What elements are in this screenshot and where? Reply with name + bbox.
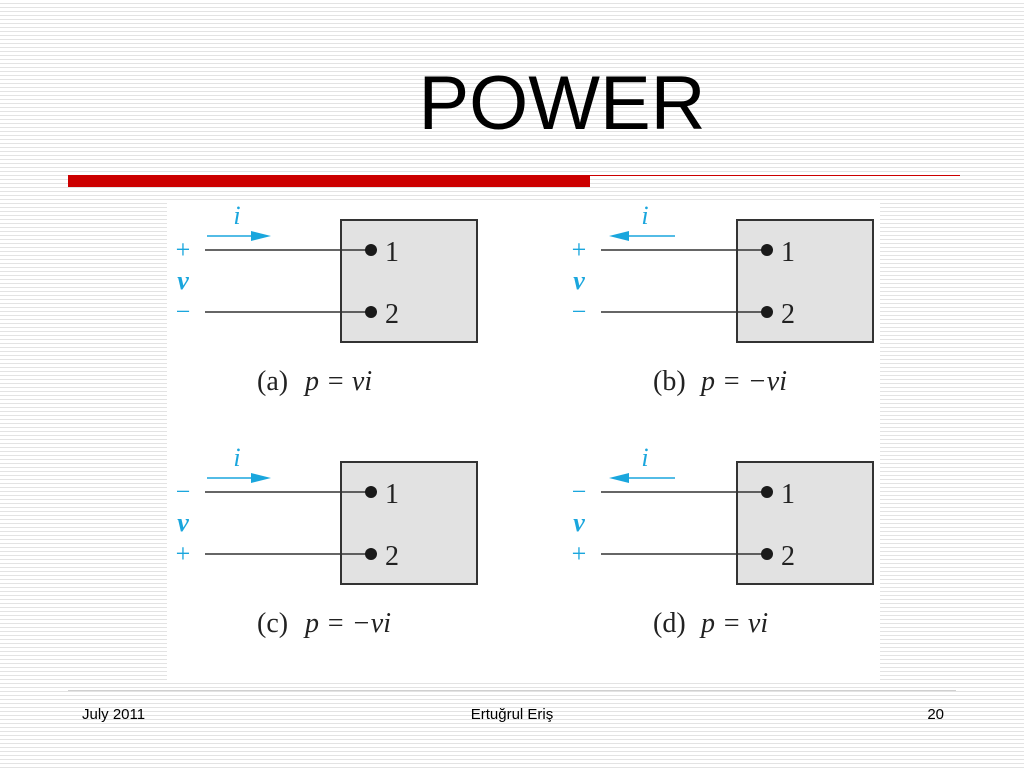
polarity-bottom: − — [572, 297, 587, 326]
footer-divider — [68, 690, 956, 691]
terminal-dot-2 — [365, 306, 377, 318]
polarity-bottom: − — [176, 297, 191, 326]
terminal-dot-1 — [761, 244, 773, 256]
terminal-label-1: 1 — [385, 237, 399, 268]
polarity-top: + — [176, 235, 191, 264]
terminal-dot-1 — [761, 486, 773, 498]
current-label: i — [233, 201, 240, 230]
voltage-label: v — [573, 266, 585, 295]
polarity-bottom: + — [176, 539, 191, 568]
current-label: i — [233, 443, 240, 472]
element-box — [736, 219, 874, 343]
footer-date: July 2011 — [82, 706, 146, 723]
terminal-label-2: 2 — [385, 541, 399, 572]
current-label: i — [641, 201, 648, 230]
polarity-top: − — [176, 477, 191, 506]
terminal-dot-2 — [761, 548, 773, 560]
caption-formula: p = vi — [303, 366, 372, 397]
terminal-label-1: 1 — [385, 479, 399, 510]
slide-title: POWER — [418, 61, 706, 146]
terminal-dot-1 — [365, 486, 377, 498]
terminal-label-2: 2 — [385, 299, 399, 330]
current-arrowhead — [609, 231, 629, 241]
page-number: 20 — [927, 706, 944, 723]
circuit-panel-c: i −v+1 2 (c) p = −vi — [176, 443, 478, 639]
element-box — [736, 461, 874, 585]
current-label: i — [641, 443, 648, 472]
footer-author: Ertuğrul Eriş — [470, 706, 554, 723]
caption-formula: p = −vi — [699, 366, 787, 397]
voltage-label: v — [177, 266, 189, 295]
terminal-dot-2 — [365, 548, 377, 560]
terminal-label-2: 2 — [781, 541, 795, 572]
circuit-panel-a: i +v− 1 2 (a) p = vi — [176, 201, 478, 397]
voltage-label: v — [177, 508, 189, 537]
terminal-label-1: 1 — [781, 237, 795, 268]
terminal-label-1: 1 — [781, 479, 795, 510]
caption-letter: (b) — [653, 366, 686, 397]
current-arrowhead — [251, 473, 271, 483]
caption-formula: p = vi — [699, 608, 768, 639]
terminal-dot-1 — [365, 244, 377, 256]
circuit-diagram: i+v−12(a)p = vii+v−12(b)p = −vii−v+12(c)… — [176, 201, 874, 639]
current-arrowhead — [609, 473, 629, 483]
caption-letter: (d) — [653, 608, 686, 639]
current-arrowhead — [251, 231, 271, 241]
element-box — [340, 461, 478, 585]
terminal-label-2: 2 — [781, 299, 795, 330]
element-box — [340, 219, 478, 343]
title-underline-rule — [590, 175, 960, 176]
terminal-dot-2 — [761, 306, 773, 318]
title-underline-bar — [68, 175, 590, 187]
caption-formula: p = −vi — [303, 608, 391, 639]
polarity-bottom: + — [572, 539, 587, 568]
voltage-label: v — [573, 508, 585, 537]
caption-letter: (c) — [257, 608, 288, 639]
polarity-top: + — [572, 235, 587, 264]
circuit-panel-d: i −v+1 2 (d) p = vi — [572, 443, 874, 639]
circuit-panel-b: i +v− 1 2 (b) p = −vi — [572, 201, 874, 397]
polarity-top: − — [572, 477, 587, 506]
caption-letter: (a) — [257, 366, 288, 397]
